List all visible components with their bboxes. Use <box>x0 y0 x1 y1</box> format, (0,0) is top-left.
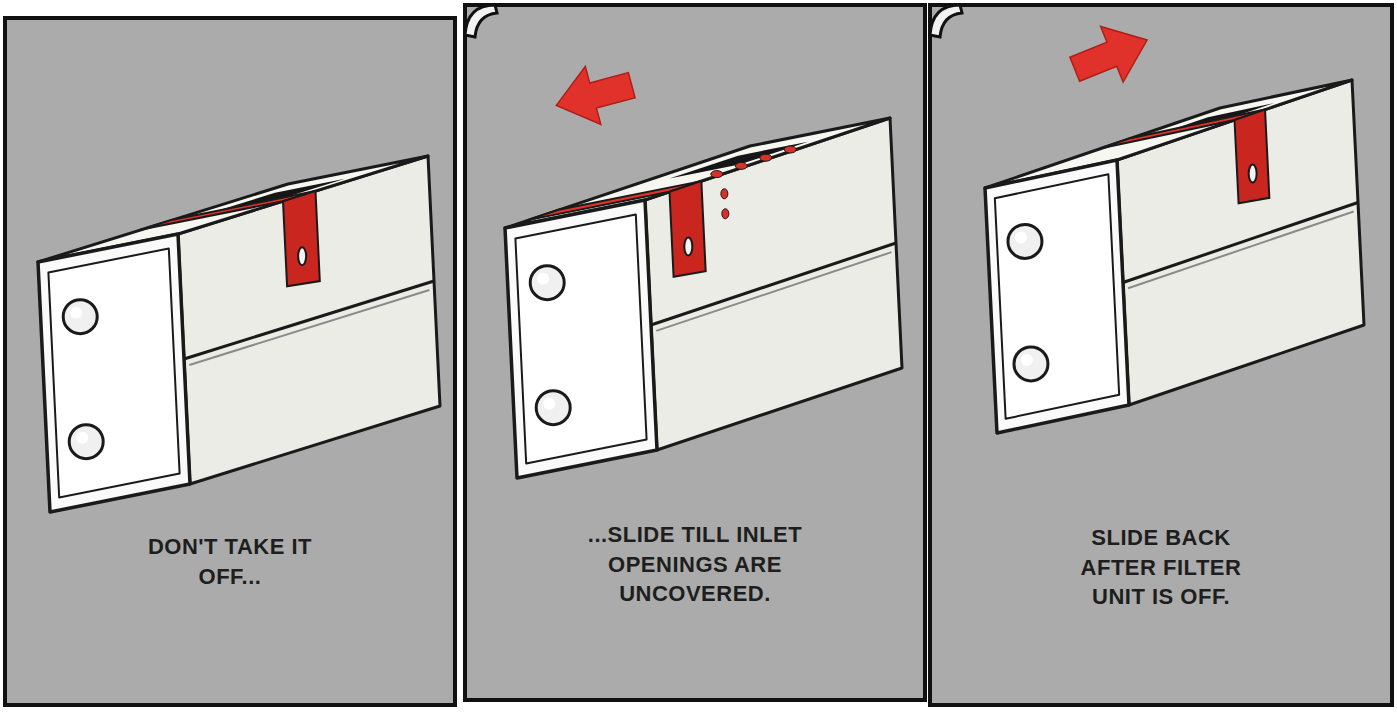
slide-band-tab <box>670 181 706 277</box>
caption: DON'T TAKE IT OFF... <box>143 532 318 591</box>
canister-top <box>38 156 428 262</box>
knob <box>63 300 97 334</box>
band-hole <box>1249 165 1257 183</box>
direction-arrow <box>549 56 640 134</box>
knob-highlight <box>1021 354 1033 366</box>
seam-shadow <box>189 290 429 365</box>
knob <box>530 266 564 300</box>
panel: DON'T TAKE IT OFF... <box>5 18 455 705</box>
filter-canister <box>985 80 1364 433</box>
inlet-opening <box>722 209 729 219</box>
sight-window <box>670 142 809 179</box>
front-frame <box>515 214 646 463</box>
panel-art <box>5 18 455 705</box>
inlet-opening <box>721 189 728 199</box>
knob-highlight <box>1015 231 1027 243</box>
panel-art <box>930 5 1392 705</box>
panel: SLIDE BACK AFTER FILTER UNIT IS OFF. <box>930 5 1392 705</box>
knob <box>1014 347 1048 381</box>
inlet-opening <box>784 146 796 153</box>
caption: SLIDE BACK AFTER FILTER UNIT IS OFF. <box>1054 523 1269 612</box>
panel-ground <box>930 5 1392 705</box>
panel-ground <box>5 18 455 705</box>
canister-front <box>505 200 657 478</box>
inlet-opening <box>735 162 747 169</box>
front-frame <box>48 248 179 497</box>
front-frame <box>995 174 1119 419</box>
panel: ...SLIDE TILL INLET OPENINGS ARE UNCOVER… <box>465 5 925 700</box>
knob-highlight <box>537 273 549 285</box>
canister-front <box>38 234 190 512</box>
direction-arrow <box>1064 12 1159 97</box>
inlet-opening <box>760 154 772 161</box>
knob <box>536 391 570 425</box>
filter-canister <box>505 118 902 478</box>
page-curl <box>465 5 497 37</box>
slide-band-tab <box>1235 110 1270 204</box>
inlet-opening <box>711 171 723 178</box>
canister-front <box>985 160 1129 433</box>
seam-shadow <box>1128 211 1354 288</box>
page-curl <box>930 5 962 37</box>
caption: ...SLIDE TILL INLET OPENINGS ARE UNCOVER… <box>573 520 818 609</box>
band-hole <box>298 247 306 265</box>
slide-band-tab <box>283 191 320 286</box>
knob <box>69 425 103 459</box>
seam-line <box>1123 203 1358 283</box>
seam-line <box>184 281 434 359</box>
band-hole <box>684 237 692 255</box>
knob <box>1008 224 1042 258</box>
panel-art <box>465 5 925 700</box>
knob-highlight <box>76 432 88 444</box>
panel-ground <box>465 5 925 700</box>
knob-highlight <box>543 398 555 410</box>
knob-highlight <box>70 307 82 319</box>
canister-side <box>1117 80 1364 405</box>
filter-canister <box>38 156 440 512</box>
canister-top <box>985 80 1352 188</box>
